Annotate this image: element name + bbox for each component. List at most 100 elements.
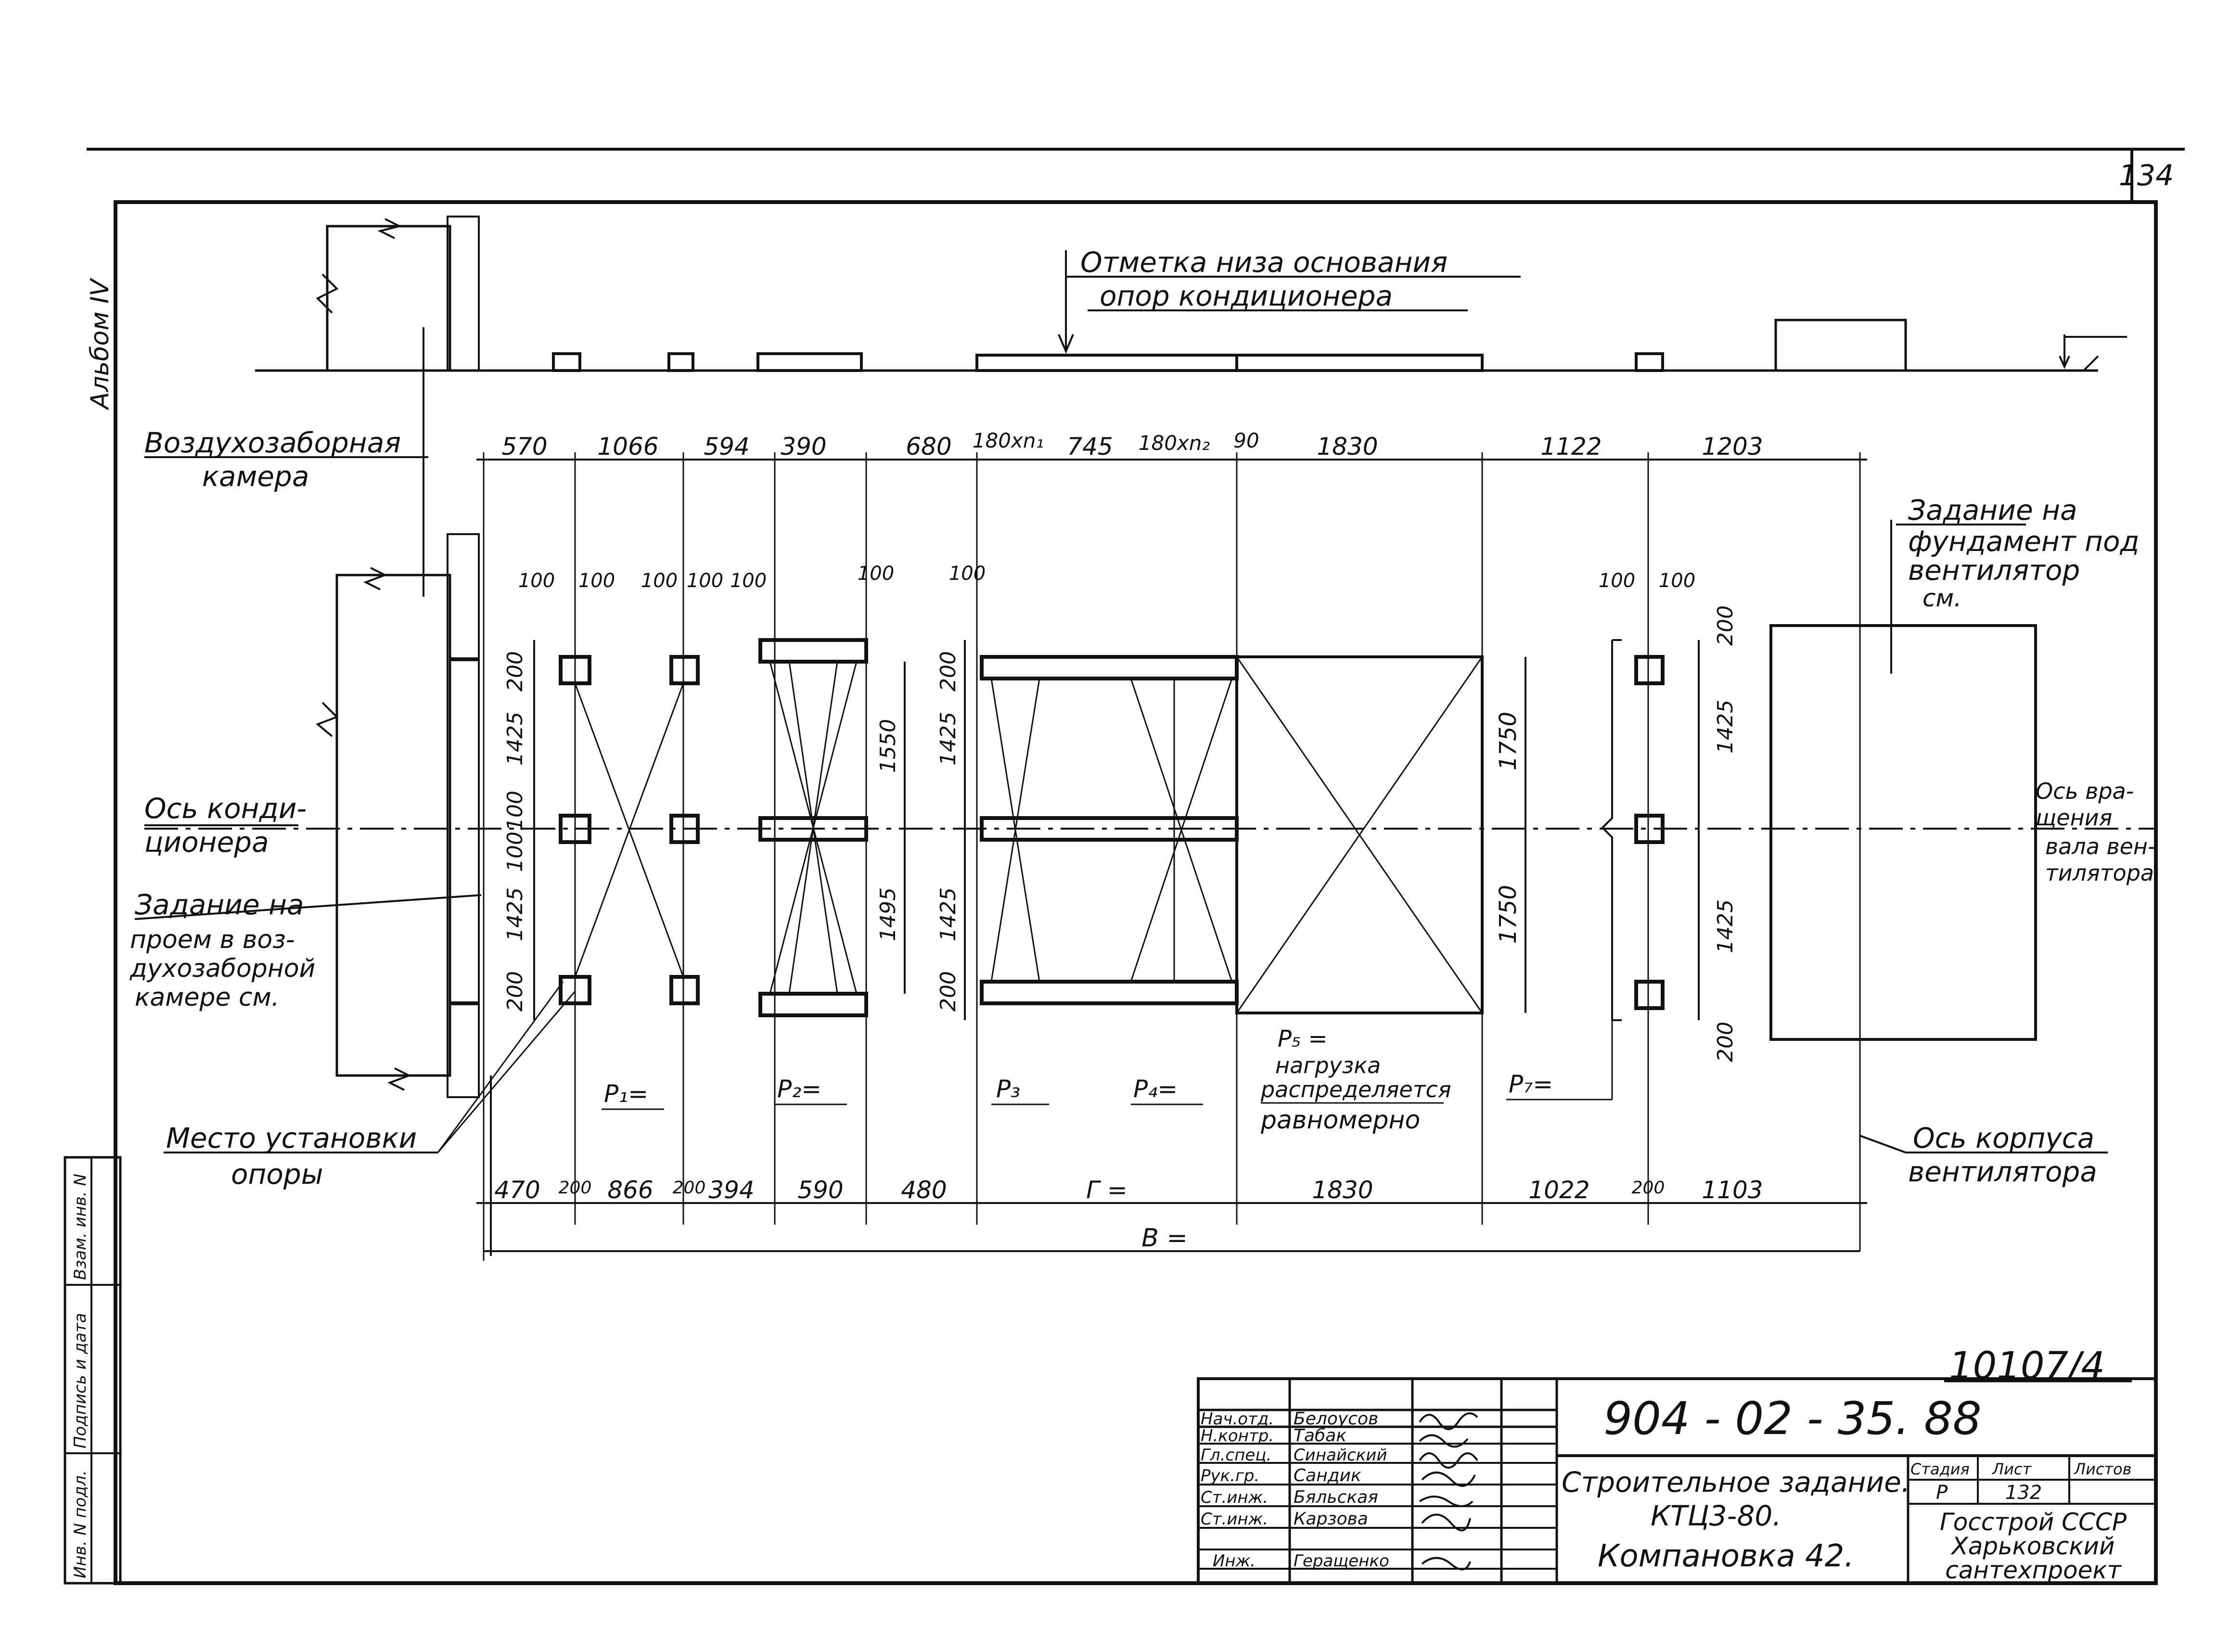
- fan-shaft-line4: тилятора: [2045, 860, 2154, 886]
- side-stamp-signature: Подпись и дата: [71, 1313, 90, 1448]
- top-dim-12: 1203: [1702, 433, 1763, 461]
- top-dim-9: 90: [1233, 429, 1259, 452]
- load-p5-note2: распределяется: [1260, 1076, 1451, 1102]
- title-line3: Компановка 42.: [1598, 1538, 1854, 1574]
- lv-dim-6: 200: [503, 971, 527, 1012]
- role-7: Инж.: [1213, 1551, 1256, 1571]
- bottom-dim-2: 200: [559, 1178, 592, 1198]
- org-line1: Госстрой СССР: [1940, 1508, 2127, 1536]
- sheets-header: Листов: [2074, 1460, 2132, 1478]
- top-dim-5: 680: [906, 433, 951, 461]
- offset-100-i: 100: [1659, 570, 1695, 592]
- fv-dim-1: 1425: [1713, 700, 1738, 754]
- drawing-frame: [114, 200, 2158, 1585]
- distributed-load-area: [1235, 655, 1484, 1014]
- top-dim-7: 745: [1067, 433, 1113, 461]
- top-dim-10: 1830: [1317, 433, 1378, 461]
- support-group-b: [758, 638, 868, 1017]
- offset-100-g: 100: [949, 563, 986, 585]
- load-p5-note1: нагрузка: [1275, 1052, 1381, 1078]
- fan-shaft-line2: щения: [2036, 805, 2112, 831]
- sheet-number: 134: [2119, 159, 2174, 192]
- fan-casing-line2: вентилятора: [1908, 1155, 2097, 1188]
- lv-dim-2: 1425: [503, 712, 527, 766]
- elevation-view: [255, 216, 2127, 372]
- opening-note-line4: камере см.: [135, 983, 279, 1012]
- bottom-dim-7: 480: [901, 1176, 947, 1204]
- offset-100-f: 100: [858, 563, 894, 585]
- offset-100-c: 100: [641, 570, 678, 592]
- cv-dim-4: 200: [936, 971, 961, 1012]
- support-r1: [1634, 655, 1665, 685]
- lv-dim-1: 200: [503, 651, 527, 692]
- fan-note-line3: вентилятор: [1908, 554, 2080, 587]
- offset-100-e: 100: [730, 570, 767, 592]
- support-group-a: [559, 655, 700, 1109]
- role-4: Рук.гр.: [1201, 1466, 1259, 1486]
- top-dim-4: 390: [781, 433, 826, 461]
- support-place-line2: опоры: [231, 1158, 323, 1191]
- bottom-dim-8: Г =: [1086, 1176, 1128, 1204]
- bottom-dim-1: 470: [494, 1176, 540, 1204]
- support-a3: [559, 814, 591, 844]
- bottom-dim-4: 200: [673, 1178, 706, 1198]
- load-p7: P₇=: [1509, 1070, 1553, 1098]
- support-r2: [1634, 814, 1665, 844]
- fan-casing-line1: Ось корпуса: [1913, 1122, 2094, 1154]
- opening-note-line1: Задание на: [135, 888, 304, 921]
- beam-c1: [980, 655, 1239, 680]
- bottom-dimension-chain: 470 200 866 200 394 590 480 Г = 1830 102…: [494, 1176, 1763, 1204]
- support-place-line1: Место установки: [166, 1122, 417, 1154]
- offset-100-h: 100: [1599, 570, 1635, 592]
- name-3: Синайский: [1294, 1446, 1387, 1465]
- fv-dim-2: 1425: [1713, 899, 1738, 953]
- load-p3: P₃: [996, 1075, 1020, 1103]
- load-p5-note3: равномерно: [1260, 1106, 1420, 1135]
- title-line1: Строительное задание.: [1562, 1466, 1910, 1498]
- album-label: Альбом IV: [86, 278, 115, 410]
- name-1: Белоусов: [1294, 1409, 1378, 1429]
- lv-dim-4: 100: [503, 832, 527, 872]
- offset-100-a: 100: [518, 570, 555, 592]
- signatures: [1419, 1412, 1478, 1571]
- load-p1: P₁=: [604, 1080, 648, 1108]
- role-1: Нач.отд.: [1201, 1409, 1274, 1429]
- support-a4: [669, 814, 700, 844]
- beam-b3: [758, 992, 868, 1017]
- title-block: 904 - 02 - 35. 88 Строительное задание. …: [1197, 1377, 2157, 1585]
- side-stamp: Взам. инв. N Подпись и дата Инв. N подл.: [64, 1156, 122, 1585]
- side-stamp-replace: Взам. инв. N: [71, 1174, 90, 1280]
- small-offset-dims-top: 100 100 100 100 100 100 100 100 100: [518, 563, 1695, 592]
- bottom-dim-5: 394: [708, 1176, 754, 1204]
- bottom-dim-11: 200: [1632, 1178, 1665, 1198]
- opening-note-line3: духозаборной: [129, 954, 315, 983]
- offset-100-d: 100: [687, 570, 723, 592]
- intake-chamber: [316, 327, 492, 1256]
- bottom-dim-10: 1022: [1528, 1176, 1589, 1204]
- top-note-line1: Отметка низа основания: [1080, 246, 1448, 279]
- load-labels: P₁= P₂= P₃ P₄= P₅ = нагрузка распределяе…: [602, 1020, 1613, 1135]
- fan-shaft-line3: вала вен-: [2045, 833, 2156, 859]
- fv-dim-3: 200: [1713, 605, 1738, 646]
- stage-header: Стадия: [1910, 1460, 1970, 1478]
- load-p2: P₂=: [777, 1075, 821, 1103]
- bottom-dim-12: 1103: [1702, 1176, 1763, 1204]
- top-note-line2: опор кондиционера: [1100, 280, 1393, 312]
- top-dim-1: 570: [501, 433, 547, 461]
- name-7: Геращенко: [1294, 1551, 1389, 1571]
- beam-c3: [980, 980, 1239, 1005]
- fan-shaft-line1: Ось вра-: [2036, 778, 2134, 804]
- sheet-header: Лист: [1992, 1460, 2032, 1478]
- mv-dim-1: 1550: [876, 719, 900, 773]
- rv-dim-2: 1750: [1495, 885, 1522, 944]
- cv-dim-2: 1425: [936, 712, 961, 766]
- top-dim-6: 180хn₁: [973, 429, 1044, 452]
- offset-100-b: 100: [578, 570, 615, 592]
- lv-dim-5: 1425: [503, 887, 527, 941]
- top-dimension-chain: 570 1066 594 390 680 180хn₁ 745 180хn₂ 9…: [501, 429, 1763, 461]
- intake-chamber-line1: Воздухозаборная: [144, 426, 401, 459]
- cv-dim-3: 1425: [936, 887, 961, 941]
- overall-dim: В =: [1141, 1224, 1188, 1253]
- bottom-dim-6: 590: [797, 1176, 843, 1204]
